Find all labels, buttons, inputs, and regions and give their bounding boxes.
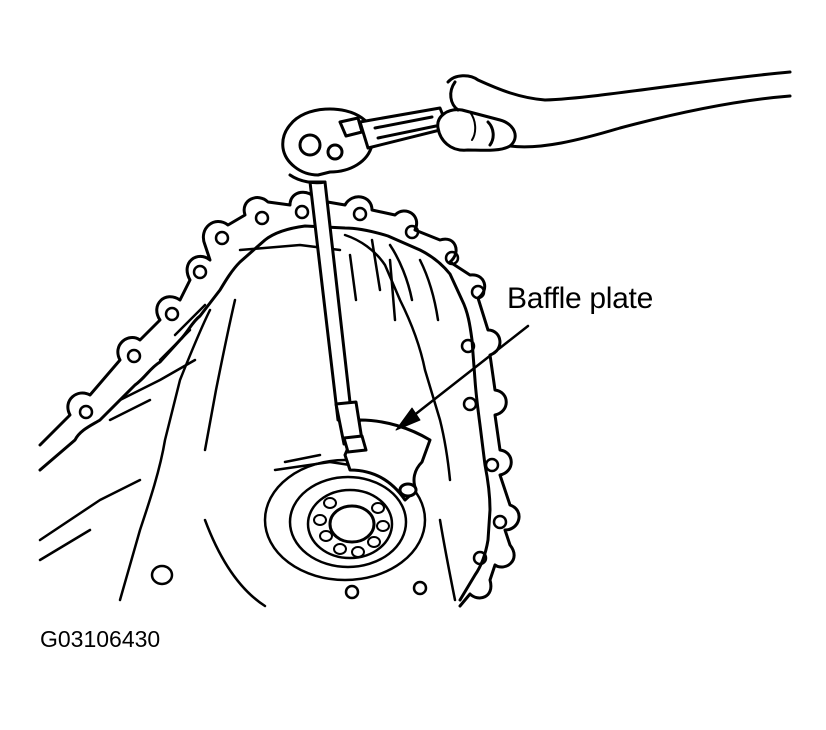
ratchet-wrench <box>283 108 448 183</box>
case-flange-outline <box>40 192 519 606</box>
bolt-holes <box>80 206 506 598</box>
drain-hole <box>152 566 172 584</box>
baffle-plate-label: Baffle plate <box>507 282 653 315</box>
callout-leader-line <box>408 326 528 420</box>
gasket-inner-line <box>40 226 490 600</box>
figure-code: G03106430 <box>40 626 161 652</box>
callout-arrowhead <box>396 408 420 430</box>
baffle-bolt <box>400 484 416 496</box>
hand <box>438 72 790 150</box>
case-inner-walls <box>40 235 455 606</box>
extension-bar <box>310 182 366 452</box>
